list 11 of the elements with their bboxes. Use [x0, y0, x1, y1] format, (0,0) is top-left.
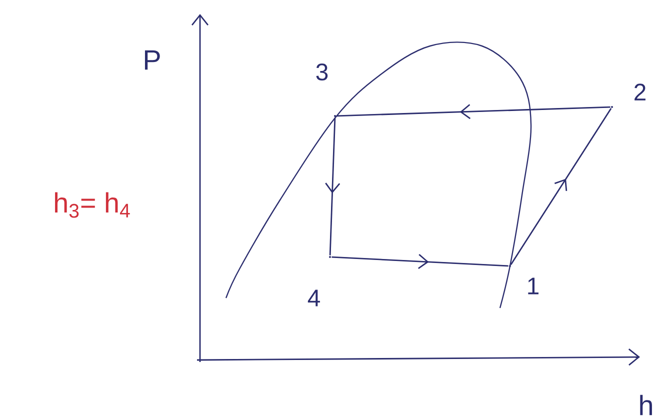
equation-label: h$_{3}$= h$_{4}$ — [55, 192, 130, 218]
process-line — [336, 104, 610, 120]
point-label: 1 — [528, 278, 538, 294]
point-label: 2 — [634, 84, 646, 100]
process-line — [510, 108, 612, 265]
process-line — [325, 118, 340, 256]
point-label: 3 — [316, 64, 328, 80]
point-label: 4 — [308, 290, 320, 306]
process-line — [332, 254, 508, 269]
axis-label: h — [640, 394, 652, 416]
axis-label: P — [144, 50, 160, 70]
